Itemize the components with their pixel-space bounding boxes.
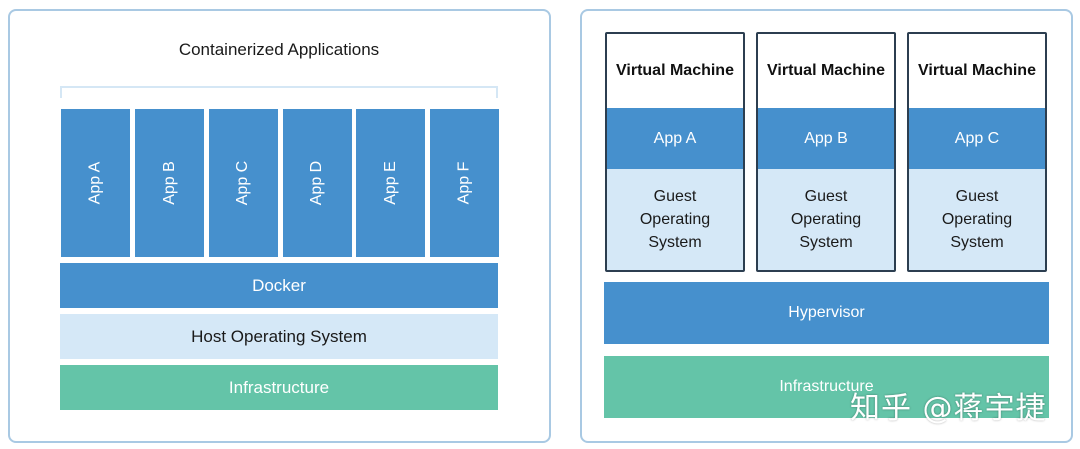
- app-column-e: App E: [356, 109, 425, 257]
- containerized-title: Containerized Applications: [178, 40, 380, 59]
- vm-title: Virtual Machine: [918, 62, 1036, 79]
- vm-app: App B: [758, 108, 894, 169]
- virtual-machine-3: Virtual Machine App C Guest Operating Sy…: [907, 32, 1047, 272]
- guest-os: Guest Operating System: [909, 169, 1045, 270]
- virtual-machine-2: Virtual Machine App B Guest Operating Sy…: [756, 32, 896, 272]
- app-label: App C: [234, 160, 252, 206]
- apps-bracket: [60, 86, 498, 98]
- vm-app: App A: [607, 108, 743, 169]
- vm-title: Virtual Machine: [616, 62, 734, 79]
- app-label: App A: [86, 161, 104, 205]
- infrastructure-layer: Infrastructure: [60, 365, 498, 410]
- virtual-machine-1: Virtual Machine App A Guest Operating Sy…: [605, 32, 745, 272]
- app-label: App B: [160, 161, 178, 205]
- app-column-c: App C: [209, 109, 278, 257]
- guest-os-label: Guest Operating System: [941, 188, 1013, 251]
- hypervisor-layer: Hypervisor: [604, 282, 1049, 344]
- guest-os-label: Guest Operating System: [639, 188, 711, 251]
- host-os-layer: Host Operating System: [60, 314, 498, 359]
- app-label: App E: [381, 161, 399, 205]
- app-column-f: App F: [430, 109, 499, 257]
- app-column-a: App A: [61, 109, 130, 257]
- app-column-d: App D: [283, 109, 352, 257]
- app-column-b: App B: [135, 109, 204, 257]
- vm-title: Virtual Machine: [767, 62, 885, 79]
- vm-app: App C: [909, 108, 1045, 169]
- guest-os: Guest Operating System: [607, 169, 743, 270]
- guest-os: Guest Operating System: [758, 169, 894, 270]
- app-label: App F: [455, 161, 473, 205]
- guest-os-label: Guest Operating System: [790, 188, 862, 251]
- vm-infrastructure-layer: Infrastructure: [604, 356, 1049, 418]
- app-label: App D: [308, 160, 326, 206]
- watermark: 知乎 @蒋宇捷: [850, 391, 1047, 426]
- docker-layer: Docker: [60, 263, 498, 308]
